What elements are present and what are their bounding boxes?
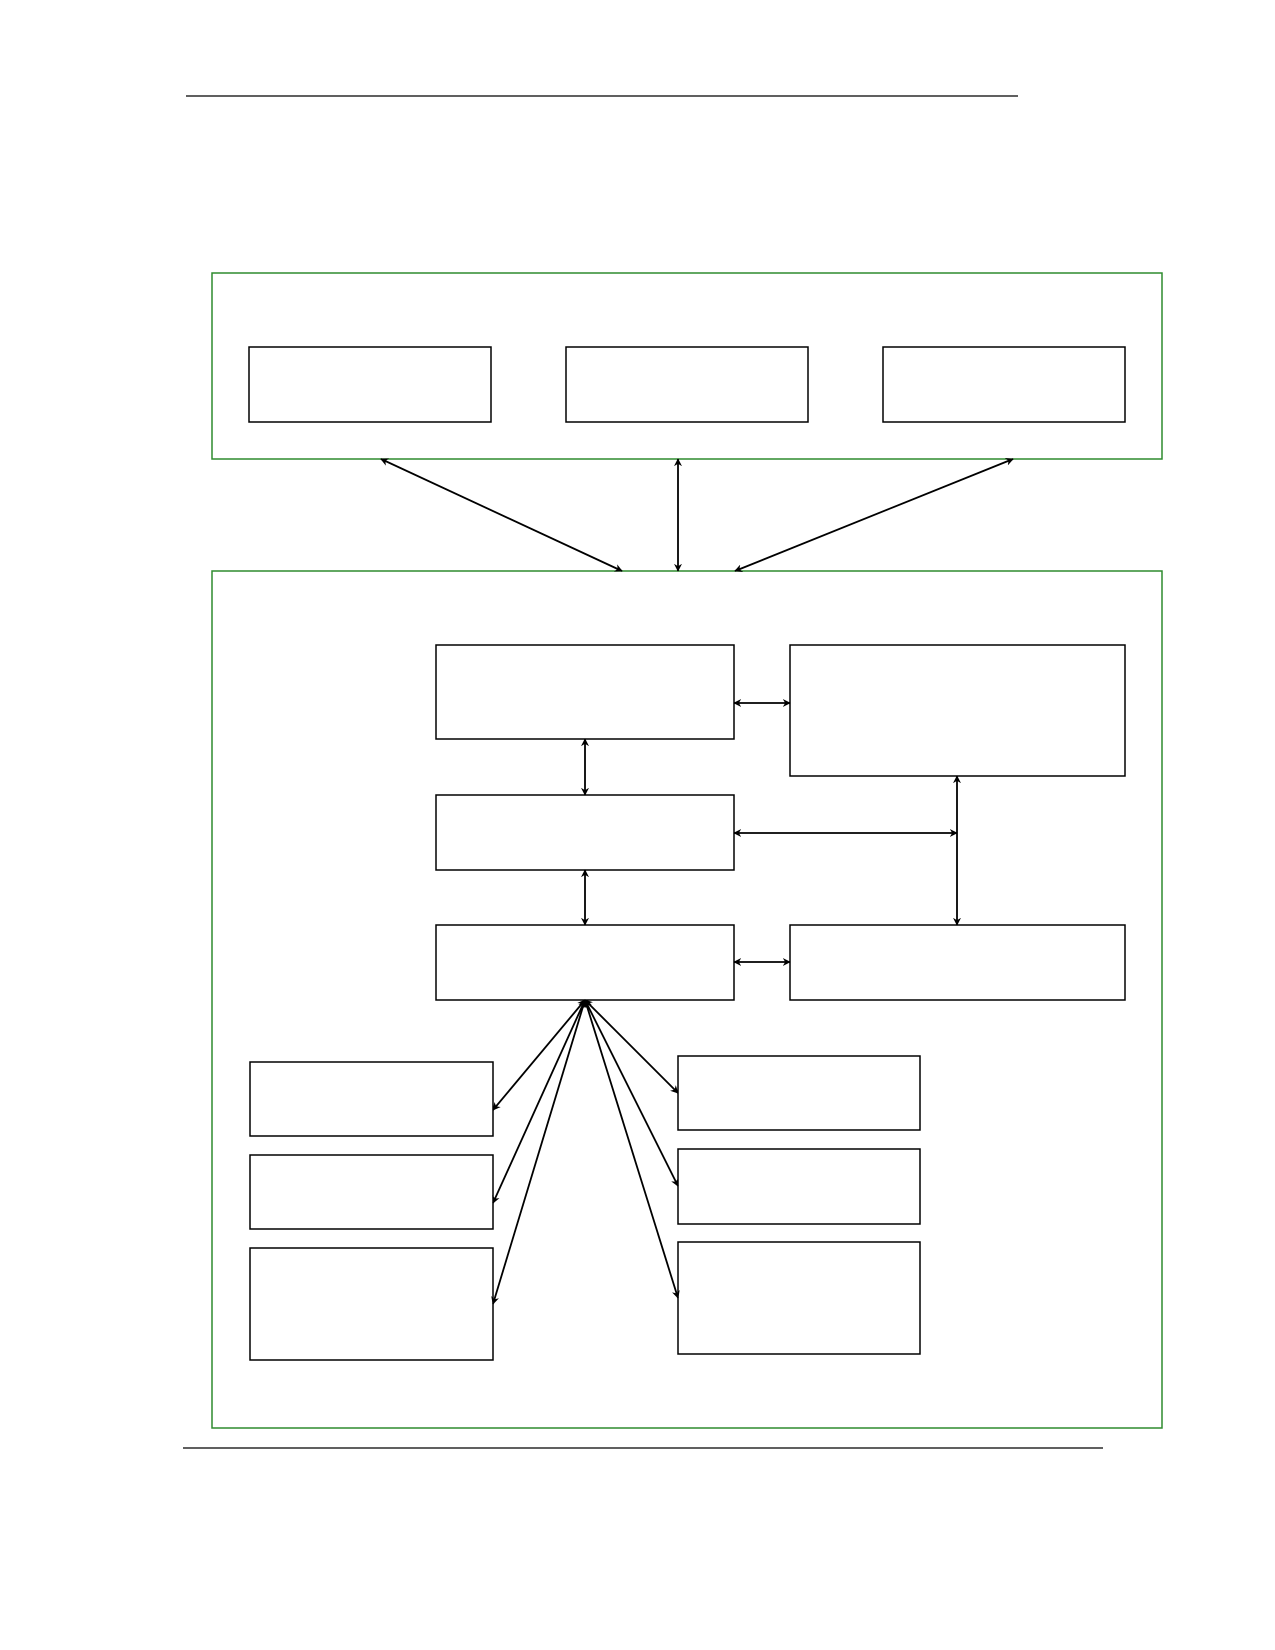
- right-box-3: [677, 1241, 921, 1355]
- top-box-left: [248, 346, 492, 423]
- top-box-center: [565, 346, 809, 423]
- right-box-1: [677, 1055, 921, 1131]
- conn-hub-to-left-3: [491, 999, 587, 1305]
- conn-top-right-to-main: [734, 457, 1014, 573]
- main-box-middle: [435, 794, 735, 871]
- conn-hub-to-left-2: [492, 999, 586, 1204]
- conn-hub-to-right-2: [584, 999, 679, 1187]
- conn-top-left-to-main: [380, 458, 623, 572]
- conn-hub-to-right-3: [583, 999, 680, 1299]
- top-group: [211, 272, 1163, 460]
- main-group: [211, 570, 1163, 1429]
- main-box-upper-right: [789, 644, 1126, 777]
- right-box-2: [677, 1148, 921, 1225]
- left-box-2: [249, 1154, 494, 1230]
- top-box-right: [882, 346, 1126, 423]
- left-box-3: [249, 1247, 494, 1361]
- main-box-hub: [435, 924, 735, 1001]
- left-box-1: [249, 1061, 494, 1137]
- main-box-lower-right: [789, 924, 1126, 1001]
- main-box-upper-left: [435, 644, 735, 740]
- conn-hub-to-left-1: [492, 999, 586, 1111]
